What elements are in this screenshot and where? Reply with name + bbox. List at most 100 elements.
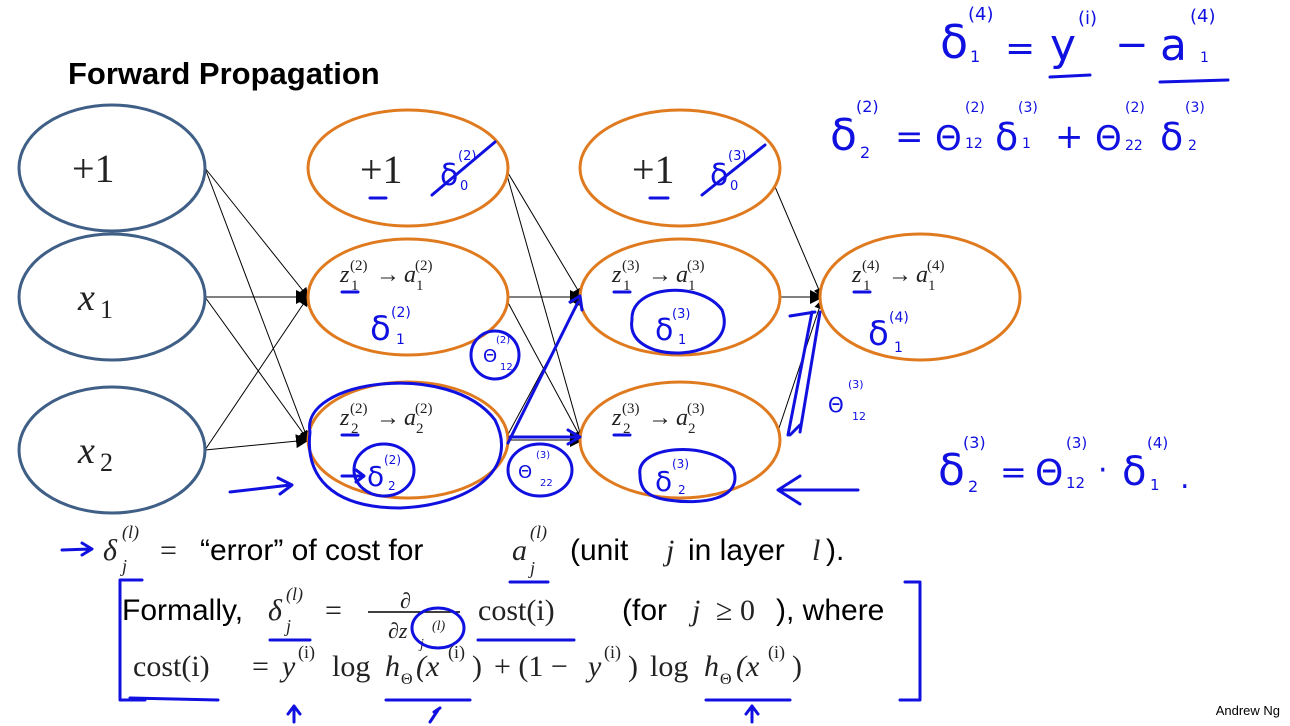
svg-text:(l): (l)	[530, 522, 547, 543]
right-bracket	[898, 580, 922, 702]
svg-text:(unit: (unit	[570, 534, 629, 567]
svg-text:1: 1	[100, 295, 113, 324]
svg-text:(x: (x	[416, 650, 440, 683]
svg-text:(l): (l)	[286, 584, 303, 605]
svg-text:h: h	[385, 650, 400, 683]
svg-text:(4): (4)	[862, 258, 880, 274]
svg-text:.: .	[1180, 461, 1190, 496]
layer3-unit2-label: z 2 (3) → a 2 (3)	[611, 401, 705, 437]
svg-text:cost(i): cost(i)	[478, 594, 555, 627]
edge-l2b-h31	[504, 167, 583, 298]
svg-text:(3): (3)	[728, 149, 746, 164]
svg-text:=: =	[1005, 28, 1035, 69]
svg-text:1: 1	[688, 278, 696, 294]
ink-backprop-h22-h32	[508, 428, 582, 446]
svg-text:(2): (2)	[350, 401, 368, 417]
svg-text:2: 2	[100, 448, 113, 477]
svg-text:log: log	[332, 650, 370, 683]
svg-text:(4): (4)	[927, 258, 945, 274]
svg-text:z: z	[339, 262, 350, 288]
svg-text:), where: ), where	[776, 594, 884, 627]
svg-text:(l): (l)	[122, 522, 139, 543]
svg-text:a: a	[676, 405, 688, 431]
equation-delta2: δ (2) 2 = Θ (2) 12 δ (3) 1 + Θ (2) 22 δ …	[830, 97, 1205, 162]
svg-text:→: →	[376, 405, 400, 431]
svg-text:a: a	[404, 262, 416, 288]
svg-text:(3): (3)	[1018, 100, 1038, 116]
svg-text:(x: (x	[736, 650, 760, 683]
layer3-unit2-node	[578, 380, 782, 500]
svg-text:δ: δ	[940, 15, 968, 69]
svg-text:12: 12	[1066, 474, 1085, 492]
svg-text:2: 2	[351, 421, 359, 437]
svg-text:δ: δ	[370, 309, 391, 349]
edge-x1-h22	[204, 296, 309, 441]
svg-text:in layer: in layer	[688, 534, 785, 567]
svg-text:=: =	[160, 534, 177, 567]
svg-text:(2): (2)	[415, 401, 433, 417]
svg-text:z: z	[611, 262, 622, 288]
input-x2-label: x 2	[77, 430, 113, 477]
delta-layer2-unit1: δ (2) 1	[370, 305, 411, 349]
svg-text:2: 2	[678, 483, 686, 497]
svg-text:1: 1	[928, 278, 936, 294]
svg-text:y: y	[585, 650, 602, 683]
svg-text:δ: δ	[995, 115, 1018, 159]
svg-text:∂: ∂	[400, 588, 411, 613]
output-label: z 1 (4) → a 1 (4)	[851, 258, 945, 294]
svg-text:=: =	[895, 117, 924, 157]
svg-text:): )	[792, 650, 802, 683]
svg-text:δ: δ	[103, 534, 118, 567]
svg-text:δ: δ	[1122, 449, 1146, 495]
svg-text:(3): (3)	[672, 457, 689, 471]
svg-text:1: 1	[396, 332, 405, 348]
svg-text:log: log	[650, 650, 688, 683]
edge-x2-h21	[204, 296, 309, 451]
svg-text:(3): (3)	[622, 401, 640, 417]
slide-title: Forward Propagation	[68, 56, 380, 91]
svg-text:(i): (i)	[448, 642, 465, 663]
svg-text:j: j	[120, 556, 127, 576]
layer2-unit1-node	[306, 237, 510, 357]
delta-layer3-unit2: δ (3) 2	[638, 448, 737, 504]
edge-l1b-h21	[204, 167, 309, 298]
svg-text:δ: δ	[1160, 115, 1183, 159]
svg-text:a: a	[1160, 20, 1187, 71]
svg-text:22: 22	[540, 478, 553, 489]
definition-line1: δ j (l) = “error” of cost for a j (l) (u…	[103, 522, 844, 584]
ink-underlines	[340, 196, 872, 437]
layer3-bias-label: +1	[632, 147, 675, 192]
bias-delta-crossed-layer3: δ (3) 0	[700, 143, 767, 197]
svg-text:2: 2	[388, 479, 396, 493]
svg-text:1: 1	[351, 278, 359, 294]
equation-delta4: δ (4) 1 = y (i) − a (4) 1	[940, 4, 1230, 84]
svg-text:Formally,: Formally,	[122, 594, 243, 627]
svg-text:2: 2	[860, 143, 870, 162]
svg-text:j: j	[284, 616, 291, 636]
svg-text:(3): (3)	[622, 258, 640, 274]
svg-text:a: a	[676, 262, 688, 288]
svg-text:12: 12	[500, 362, 513, 373]
svg-text:(i): (i)	[768, 642, 785, 663]
svg-text:1: 1	[1022, 136, 1031, 152]
ink-backprop-h22-h31	[506, 294, 584, 445]
svg-text:12: 12	[852, 410, 866, 423]
svg-text:12: 12	[965, 136, 983, 152]
definition-line2: Formally, δ j (l) = ∂ ∂z j (l) cost(i) (…	[122, 584, 884, 652]
svg-text:).: ).	[826, 534, 844, 567]
layer3-unit1-label: z 1 (3) → a 1 (3)	[611, 258, 705, 294]
svg-text:1: 1	[970, 47, 980, 66]
svg-text:y: y	[279, 650, 296, 683]
svg-text:a: a	[404, 405, 416, 431]
svg-text:δ: δ	[655, 313, 673, 348]
svg-text:y: y	[1050, 20, 1076, 71]
theta-12-layer3: Θ (3) 12	[828, 378, 866, 423]
svg-text:→: →	[376, 262, 400, 288]
svg-text:Θ: Θ	[1095, 119, 1122, 159]
svg-text:0: 0	[460, 179, 468, 194]
delta-layer2-unit2: δ (2) 2	[307, 381, 503, 510]
svg-text:Θ: Θ	[518, 462, 532, 483]
svg-text:δ: δ	[830, 110, 857, 161]
svg-text:(3): (3)	[687, 258, 705, 274]
svg-text:): )	[472, 650, 482, 683]
